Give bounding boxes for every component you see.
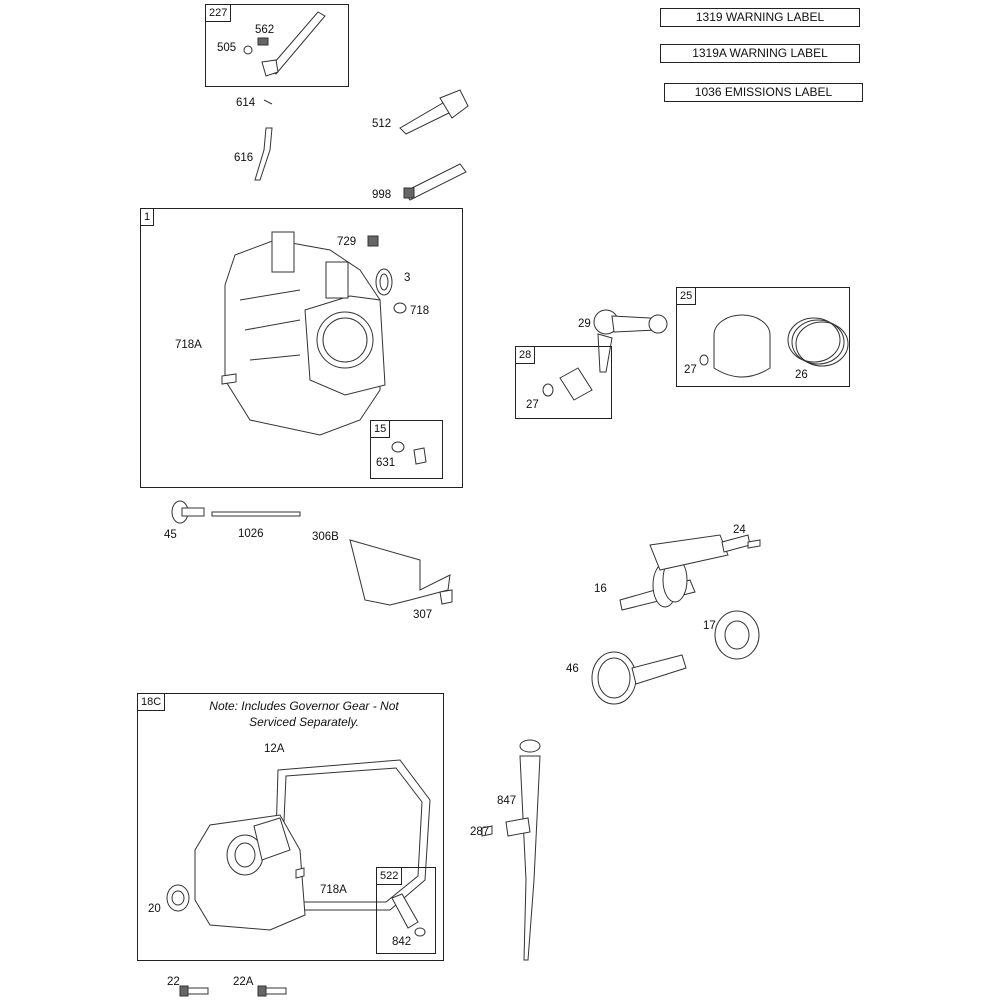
callout-16: 16 <box>594 583 607 595</box>
callout-631: 631 <box>376 457 396 469</box>
group-522-tag: 522 <box>376 867 403 885</box>
callout-1026: 1026 <box>238 528 264 540</box>
callout-847: 847 <box>497 795 517 807</box>
callout-505: 505 <box>217 42 237 54</box>
group-1-tag: 1 <box>140 208 155 226</box>
governor-shaft-part <box>399 89 469 135</box>
governor-lever-part <box>243 11 326 77</box>
group-18c-tag: 18C <box>137 693 166 711</box>
callout-562: 562 <box>255 24 275 36</box>
group-227-tag: 227 <box>205 4 232 22</box>
callout-842: 842 <box>392 936 412 948</box>
part-729 <box>367 235 379 247</box>
callout-614: 614 <box>236 97 256 109</box>
piston-rings-part <box>787 317 849 367</box>
group-28-box: 28 <box>515 346 612 419</box>
dowel-718a-part <box>221 373 237 385</box>
callout-307: 307 <box>413 609 433 621</box>
crankcase-cover-part <box>194 814 306 931</box>
callout-45: 45 <box>164 529 177 541</box>
crankcase-part <box>224 231 386 436</box>
callout-616: 616 <box>234 152 254 164</box>
drain-plug-part <box>391 441 427 465</box>
governor-link-part <box>254 127 273 181</box>
callout-20: 20 <box>148 903 161 915</box>
warning-label-1319a: 1319A WARNING LABEL <box>660 44 860 63</box>
bearing-17-part <box>714 610 760 660</box>
group-25-tag: 25 <box>676 287 697 305</box>
callout-729: 729 <box>337 236 357 248</box>
callout-27-clip: 27 <box>684 364 697 376</box>
callout-46: 46 <box>566 663 579 675</box>
callout-718a: 718A <box>175 339 202 351</box>
callout-17: 17 <box>703 620 716 632</box>
callout-22: 22 <box>167 976 180 988</box>
callout-27-pin: 27 <box>526 399 539 411</box>
camshaft-46-part <box>591 651 687 705</box>
oil-seal-3-part <box>375 268 393 296</box>
callout-12a: 12A <box>264 743 285 755</box>
dowel-718-part <box>393 302 407 314</box>
callout-26: 26 <box>795 369 808 381</box>
warning-label-1319: 1319 WARNING LABEL <box>660 8 860 27</box>
note-text: Note: Includes Governor Gear - Not Servi… <box>209 699 399 729</box>
callout-512: 512 <box>372 118 392 130</box>
group-15-tag: 15 <box>370 420 391 438</box>
pin-part <box>263 99 273 105</box>
shroud-306b-part <box>349 539 453 606</box>
key-24-part <box>747 539 761 549</box>
crankshaft-part <box>619 534 751 611</box>
callout-24: 24 <box>733 524 746 536</box>
bolt-22-part <box>179 985 209 997</box>
dipstick-847-part <box>505 739 541 961</box>
group-25-box: 25 <box>676 287 850 387</box>
dowel-718a-cover-part <box>295 867 305 879</box>
oil-seal-20-part <box>166 884 190 912</box>
part-45 <box>171 500 205 524</box>
callout-718: 718 <box>410 305 430 317</box>
piston-part <box>699 314 771 378</box>
emissions-label-1036: 1036 EMISSIONS LABEL <box>664 83 863 102</box>
group-227-box: 227 <box>205 4 349 87</box>
pushrod-1026-part <box>211 511 301 517</box>
group-15-box: 15 <box>370 420 443 479</box>
callout-287: 287 <box>470 826 490 838</box>
group-522-box: 522 <box>376 867 436 954</box>
group-28-tag: 28 <box>515 346 536 364</box>
group-1-box: 1 <box>140 208 463 488</box>
callout-998: 998 <box>372 189 392 201</box>
callout-306b: 306B <box>312 531 339 543</box>
oil-sensor-part <box>391 893 426 937</box>
shaft-998-part <box>403 163 467 201</box>
piston-pin-part <box>542 367 593 401</box>
group-18c-box: 18C <box>137 693 444 961</box>
connecting-rod-part <box>593 309 668 373</box>
callout-3: 3 <box>404 272 411 284</box>
callout-718a-cover: 718A <box>320 884 347 896</box>
screw-287-part <box>481 825 493 837</box>
bolt-22a-part <box>257 985 287 997</box>
callout-29: 29 <box>578 318 591 330</box>
callout-22a: 22A <box>233 976 254 988</box>
